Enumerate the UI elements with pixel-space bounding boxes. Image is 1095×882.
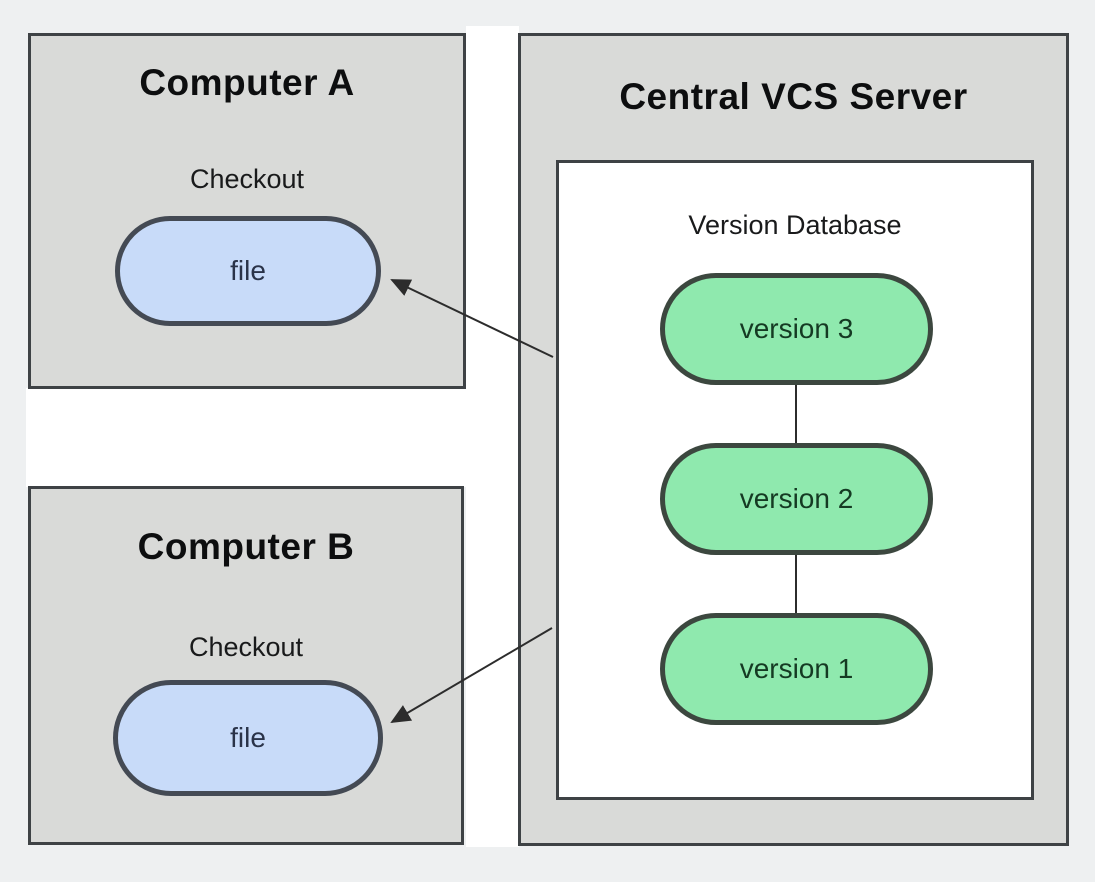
central-server-title: Central VCS Server <box>619 76 968 117</box>
version-connector-3-2 <box>795 385 797 445</box>
version-connector-2-1 <box>795 555 797 615</box>
central-server-box: Central VCS Server Version Database vers… <box>518 33 1069 846</box>
computer-a-file-pill: file <box>115 216 381 326</box>
computer-a-title: Computer A <box>139 62 355 103</box>
computer-b-checkout-label: Checkout <box>188 632 304 662</box>
canvas-gap-horizontal <box>26 388 467 487</box>
computer-b-box: Computer B Checkout file <box>28 486 464 845</box>
computer-b-title: Computer B <box>137 526 355 567</box>
version-database-label: Version Database <box>688 210 902 240</box>
version-1-pill: version 1 <box>660 613 933 725</box>
computer-a-box: Computer A Checkout file <box>28 33 466 389</box>
computer-b-file-pill: file <box>113 680 383 796</box>
version-3-pill: version 3 <box>660 273 933 385</box>
computer-a-checkout-label: Checkout <box>189 164 305 194</box>
version-2-pill: version 2 <box>660 443 933 555</box>
version-database-box: Version Database version 3 version 2 ver… <box>556 160 1034 800</box>
canvas-gap-vertical <box>466 26 519 847</box>
